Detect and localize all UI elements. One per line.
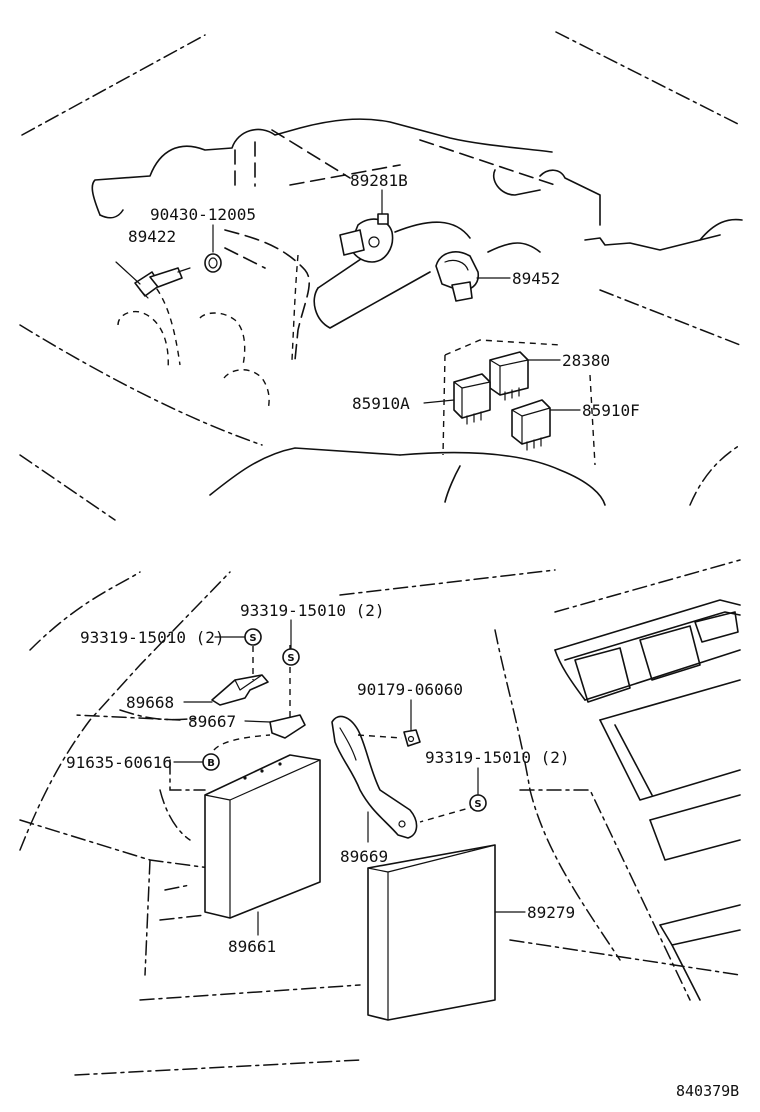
screw-marker-3: S [469, 794, 487, 812]
svg-text:S: S [287, 653, 294, 664]
figure-code: 840379B [676, 1082, 739, 1100]
relay-85910F [511, 399, 551, 451]
cabin-ecu-view: S S S B 93319-15010 (2) 93319-15010 (2) … [19, 559, 741, 1076]
panel-89279 [367, 844, 496, 1021]
label-93319-15010-top: 93319-15010 (2) [240, 601, 385, 620]
label-89452: 89452 [512, 269, 560, 288]
svg-text:B: B [207, 758, 215, 769]
label-89667: 89667 [188, 712, 236, 731]
svg-text:S: S [474, 799, 481, 810]
gasket-90430-12005 [204, 253, 222, 273]
temperature-sensor-89422 [134, 267, 191, 299]
sensor-89452 [435, 251, 480, 302]
bracket-89667 [269, 714, 306, 739]
screw-marker-2: S [282, 648, 300, 666]
svg-text:S: S [249, 633, 256, 644]
label-28380: 28380 [562, 351, 610, 370]
label-89668: 89668 [126, 693, 174, 712]
bracket-89669 [331, 715, 418, 839]
label-89669: 89669 [340, 847, 388, 866]
ecu-89661 [204, 754, 321, 919]
label-89422: 89422 [128, 227, 176, 246]
label-90179-06060: 90179-06060 [357, 680, 463, 699]
label-93319-15010-left: 93319-15010 (2) [80, 628, 225, 647]
label-91635-60616: 91635-60616 [66, 753, 172, 772]
label-90430-12005: 90430-12005 [150, 205, 256, 224]
engine-bay-view: 89281B 90430-12005 89422 89452 28380 859… [19, 31, 743, 521]
relay-85910A [453, 373, 491, 425]
bracket-89668 [211, 674, 269, 706]
label-89661: 89661 [228, 937, 276, 956]
throttle-sensor-89281B [339, 213, 394, 263]
nut-90179-06060 [403, 729, 421, 747]
relay-28380 [489, 351, 529, 401]
label-93319-15010-right: 93319-15010 (2) [425, 748, 570, 767]
label-89281B: 89281B [350, 171, 408, 190]
bolt-marker: B [202, 753, 220, 771]
label-85910A: 85910A [352, 394, 410, 413]
screw-marker-1: S [244, 628, 262, 646]
label-89279: 89279 [527, 903, 575, 922]
label-85910F: 85910F [582, 401, 640, 420]
